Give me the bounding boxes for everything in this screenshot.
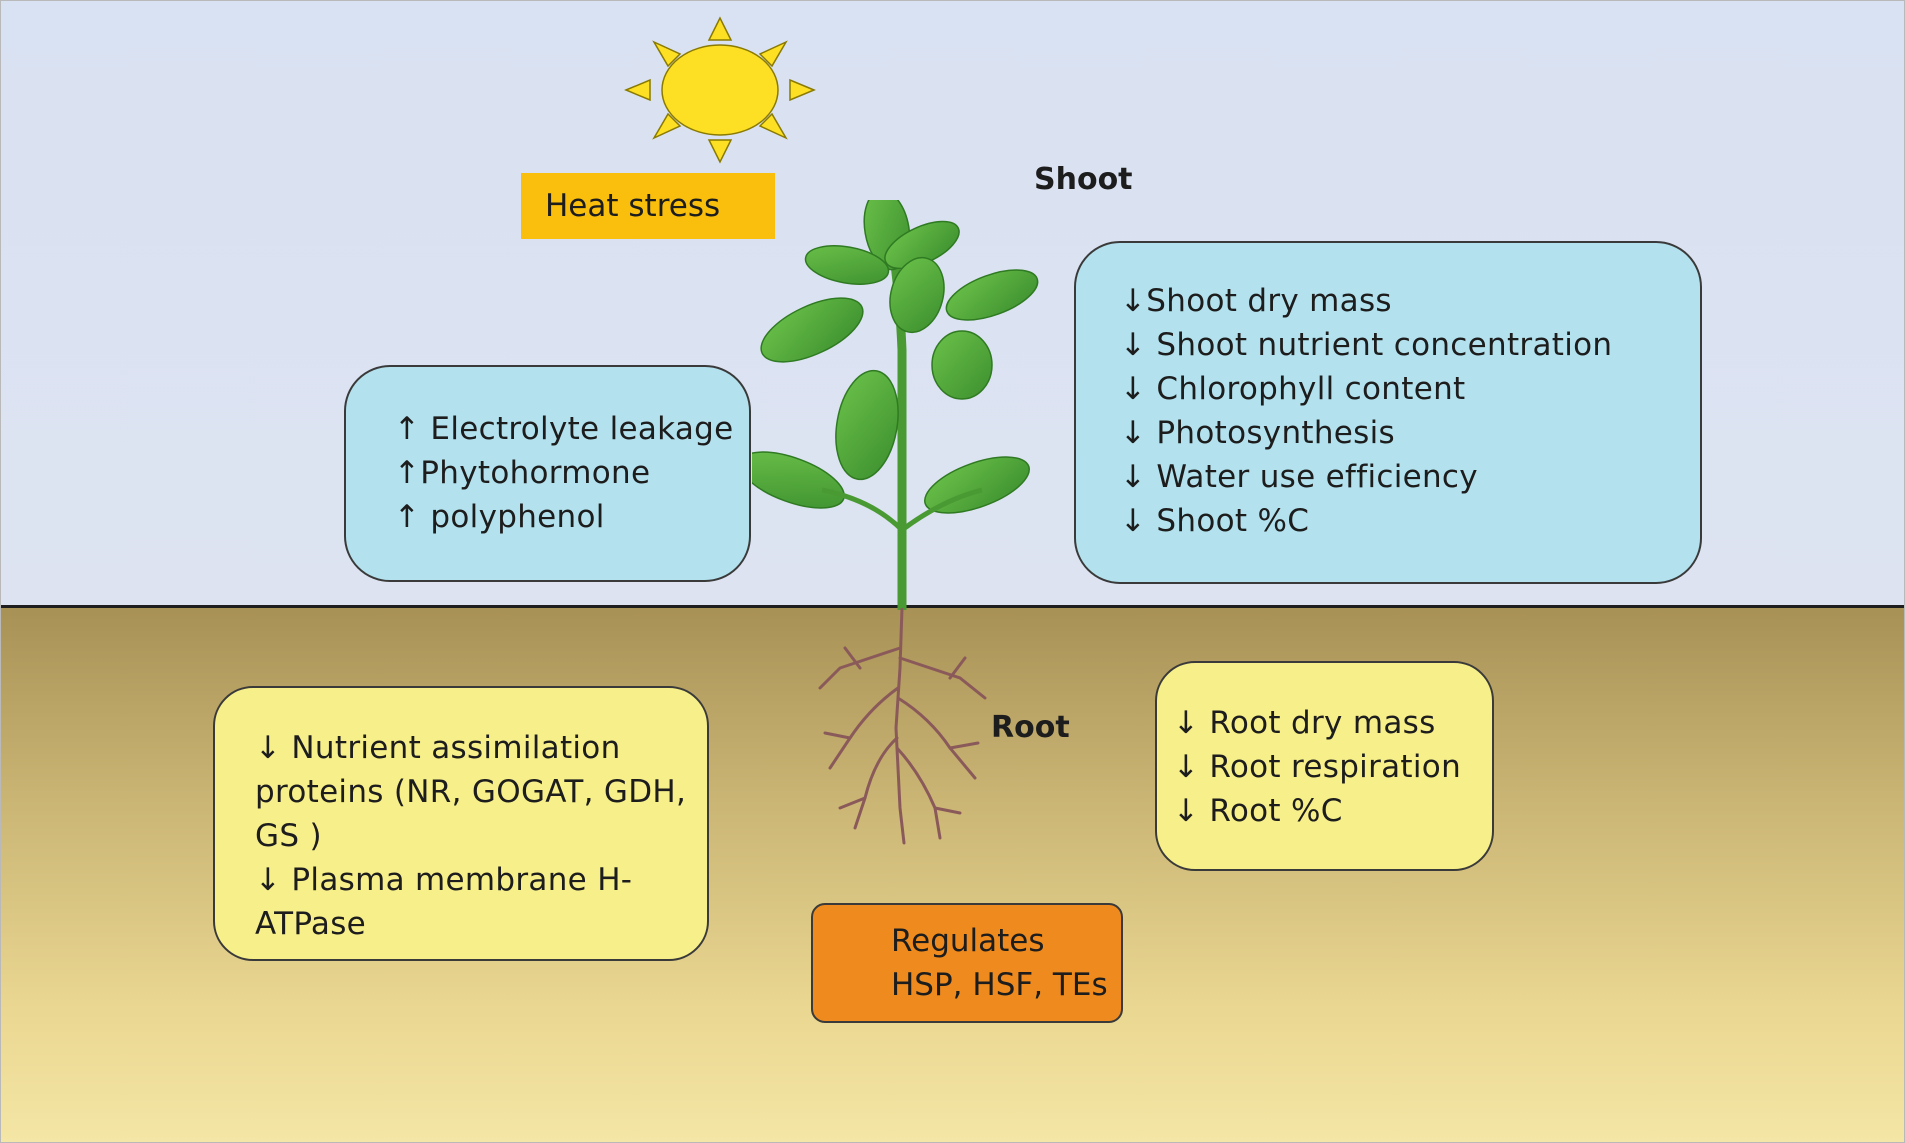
root-label: Root [991, 710, 1070, 745]
list-item: ↓ Water use efficiency [1120, 459, 1478, 495]
list-item: ↑ Electrolyte leakage [394, 411, 734, 447]
list-item: ↑ polyphenol [394, 499, 605, 535]
list-item: GS ) [255, 818, 322, 854]
list-item: ↓ Photosynthesis [1120, 415, 1395, 451]
list-item: ↓ Root %C [1173, 793, 1343, 829]
regulates-box: Regulates HSP, HSF, TEs [811, 903, 1123, 1023]
list-item: ↓ Nutrient assimilation [255, 730, 621, 766]
ground-line [0, 605, 1905, 608]
roots-icon [818, 608, 987, 845]
shoot-label: Shoot [1034, 162, 1133, 197]
list-item: ↓ Shoot nutrient concentration [1120, 327, 1613, 363]
shoot-right-box: ↓Shoot dry mass ↓ Shoot nutrient concent… [1074, 241, 1702, 584]
list-item: proteins (NR, GOGAT, GDH, [255, 774, 687, 810]
heat-stress-label: Heat stress [521, 173, 775, 239]
list-item: ↓ Chlorophyll content [1120, 371, 1466, 407]
list-item: ↓ Root dry mass [1173, 705, 1436, 741]
sun-icon [624, 16, 816, 164]
list-item: ATPase [255, 906, 367, 942]
regulates-items: HSP, HSF, TEs [891, 967, 1108, 1003]
shoot-left-box: ↑ Electrolyte leakage ↑Phytohormone ↑ po… [344, 365, 751, 582]
plant-icon [752, 200, 1039, 610]
list-item: ↓Shoot dry mass [1120, 283, 1392, 319]
root-left-box: ↓ Nutrient assimilation proteins (NR, GO… [213, 686, 709, 961]
list-item: ↑Phytohormone [394, 455, 651, 491]
list-item: ↓ Plasma membrane H- [255, 862, 633, 898]
list-item: ↓ Root respiration [1173, 749, 1462, 785]
regulates-title: Regulates [891, 923, 1045, 959]
root-right-box: ↓ Root dry mass ↓ Root respiration ↓ Roo… [1155, 661, 1494, 871]
list-item: ↓ Shoot %C [1120, 503, 1310, 539]
